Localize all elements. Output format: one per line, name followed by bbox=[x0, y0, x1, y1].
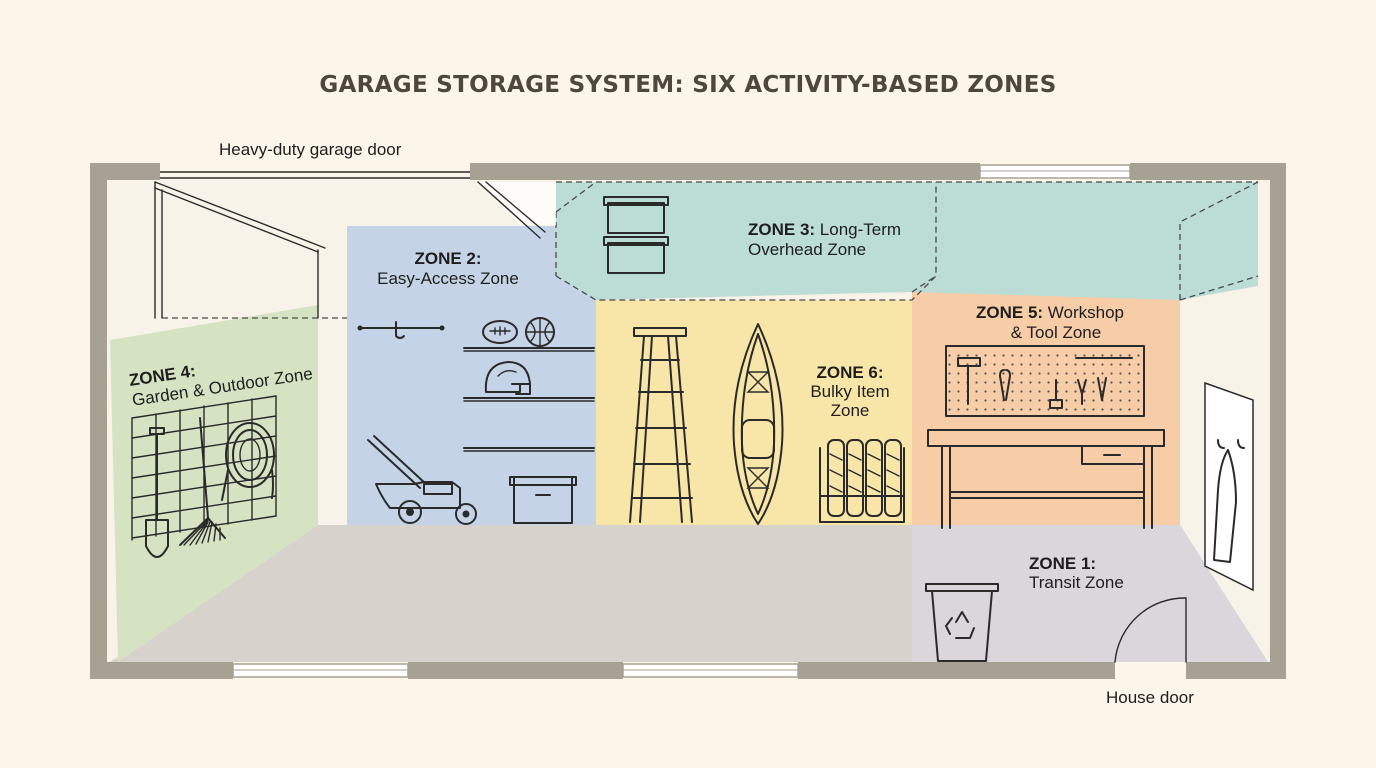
zone2-area bbox=[347, 226, 596, 525]
zone1-label: ZONE 1: bbox=[1029, 554, 1096, 573]
recycling-bin-icon bbox=[925, 583, 999, 662]
zone6-sublabel-2: Zone bbox=[831, 401, 870, 420]
basketball-icon bbox=[525, 317, 555, 347]
house-door bbox=[1114, 597, 1187, 663]
overhead-bins-icon bbox=[603, 196, 669, 274]
zone1-sublabel: Transit Zone bbox=[1029, 573, 1124, 592]
coat-icon bbox=[1204, 381, 1254, 592]
zone3-sublabel: Overhead Zone bbox=[748, 240, 866, 259]
wall-hook-rail bbox=[357, 321, 445, 339]
helmet-icon bbox=[484, 361, 531, 395]
zone5-sublabel: & Tool Zone bbox=[1011, 323, 1101, 342]
storage-bin-icon bbox=[509, 476, 577, 524]
zone6-label: ZONE 6: bbox=[816, 363, 883, 382]
zone5-label: ZONE 5: Workshop bbox=[976, 303, 1124, 322]
tire-rack-icon bbox=[819, 439, 905, 523]
workbench-icon bbox=[927, 429, 1165, 529]
zone3-dashed-outline bbox=[555, 181, 1259, 301]
zone2-label: ZONE 2: bbox=[414, 249, 481, 268]
shelves bbox=[463, 347, 595, 452]
garage-door-label: Heavy-duty garage door bbox=[219, 140, 402, 159]
lawn-mower-icon bbox=[367, 435, 477, 525]
page-title: GARAGE STORAGE SYSTEM: SIX ACTIVITY-BASE… bbox=[319, 72, 1056, 98]
zone2-sublabel: Easy-Access Zone bbox=[377, 269, 519, 288]
zone4-area bbox=[110, 305, 318, 662]
ladder-icon bbox=[629, 327, 693, 523]
pegboard-icon bbox=[945, 345, 1145, 417]
shovel-icon bbox=[145, 427, 169, 558]
rake-icon bbox=[179, 417, 226, 546]
zone3-area bbox=[556, 182, 1258, 300]
house-door-label: House door bbox=[1106, 688, 1194, 707]
kayak-icon bbox=[732, 323, 784, 525]
football-icon bbox=[482, 320, 518, 344]
zone3-label: ZONE 3: Long-Term bbox=[748, 220, 901, 239]
zone6-sublabel-1: Bulky Item bbox=[810, 382, 889, 401]
zone1-area bbox=[912, 525, 1268, 662]
garage-door bbox=[154, 171, 556, 319]
garage-walls bbox=[90, 163, 1286, 679]
hose-icon bbox=[221, 422, 275, 501]
